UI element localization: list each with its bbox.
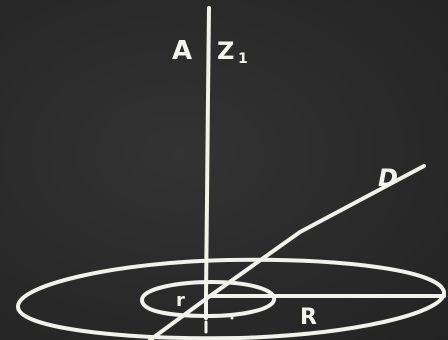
label-d: D xyxy=(378,164,398,192)
label-z: Z xyxy=(217,37,234,65)
inner-disk-ellipse xyxy=(140,280,276,318)
label-r-outer: R xyxy=(300,305,317,330)
label-z-subscript: 1 xyxy=(238,51,248,67)
label-a: A xyxy=(172,36,192,66)
label-r-inner: r xyxy=(176,290,185,311)
diagonal-line-d xyxy=(148,164,426,340)
vertical-axis-line xyxy=(204,6,211,320)
outer-disk-ellipse xyxy=(16,257,446,340)
chalk-dot xyxy=(230,316,234,320)
